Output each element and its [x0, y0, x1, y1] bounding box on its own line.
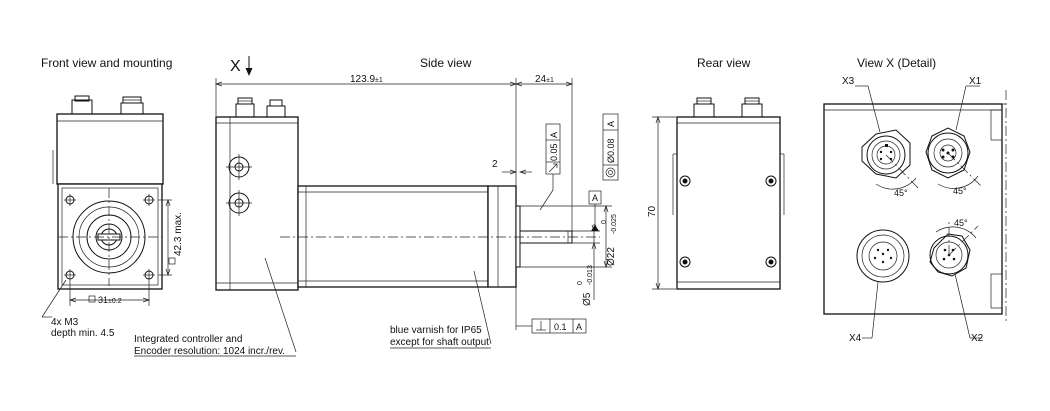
front-view-title: Front view and mounting — [41, 56, 172, 70]
view-arrow-icon — [245, 56, 253, 76]
tol-concentric-ref: A — [606, 121, 616, 127]
detail-view-title: View X (Detail) — [857, 56, 936, 70]
datum-label: A — [592, 193, 598, 203]
tol-runout-val: 0.05 — [549, 143, 559, 161]
perpendicularity-icon — [536, 321, 546, 331]
tol-perp-val: 0.1 — [554, 322, 567, 332]
dim-shaft-tol-low: -0.013 — [587, 265, 594, 285]
side-view: 123.9±1 24±1 2 Ø22 0 -0.025 Ø5 0 -0.013 … — [214, 74, 619, 353]
dim-pilot-tol-low: -0.025 — [611, 214, 618, 234]
angle-label-x3: 45° — [894, 188, 908, 198]
connector-x4-icon — [856, 229, 910, 283]
view-x-marker: X — [230, 58, 241, 75]
label-x1: X1 — [969, 76, 982, 87]
screw-icon — [679, 175, 777, 268]
rear-view: 70 — [647, 97, 785, 291]
label-x3: X3 — [842, 76, 855, 87]
angle-label-x1: 45° — [953, 186, 967, 196]
note-varnish-2: except for shaft output — [390, 337, 489, 348]
dim-pilot-tol-up: 0 — [601, 220, 608, 224]
note-controller-2: Encoder resolution: 1024 incr./rev. — [134, 346, 285, 357]
front-view: 42.3 max. 31±0.2 — [41, 95, 184, 318]
dim-shaft-dia: Ø5 — [582, 292, 593, 306]
note-holes-2: depth min. 4.5 — [51, 328, 115, 339]
dim-pilot-dia: Ø22 — [606, 247, 617, 266]
dim-shaft-tol-up: 0 — [577, 281, 584, 285]
tol-runout-ref: A — [549, 132, 559, 138]
rear-view-title: Rear view — [697, 56, 751, 70]
label-x2: X2 — [971, 333, 984, 344]
label-x4: X4 — [849, 333, 862, 344]
dim-shaft-length: 24±1 — [535, 74, 554, 85]
dim-height: 70 — [647, 205, 658, 217]
concentricity-icon — [605, 167, 616, 178]
connector-x3-icon — [861, 129, 911, 179]
detail-view — [823, 85, 1007, 339]
dim-step: 2 — [492, 159, 498, 170]
dim-flange-height: 42.3 max. — [173, 212, 184, 256]
tol-concentric-val: Ø0.08 — [606, 138, 616, 163]
note-varnish-1: blue varnish for IP65 — [390, 325, 482, 336]
side-view-title: Side view — [420, 56, 472, 70]
runout-icon — [548, 163, 558, 173]
note-controller-1: Integrated controller and — [134, 334, 242, 345]
note-holes-1: 4x M3 — [51, 317, 79, 328]
angle-label-x2: 45° — [954, 218, 968, 228]
dim-flange-width: 31±0.2 — [98, 295, 122, 305]
mount-hole-icon — [64, 194, 155, 281]
dim-length: 123.9±1 — [350, 74, 383, 85]
datum-triangle-icon — [591, 225, 599, 231]
tol-perp-ref: A — [576, 322, 582, 332]
